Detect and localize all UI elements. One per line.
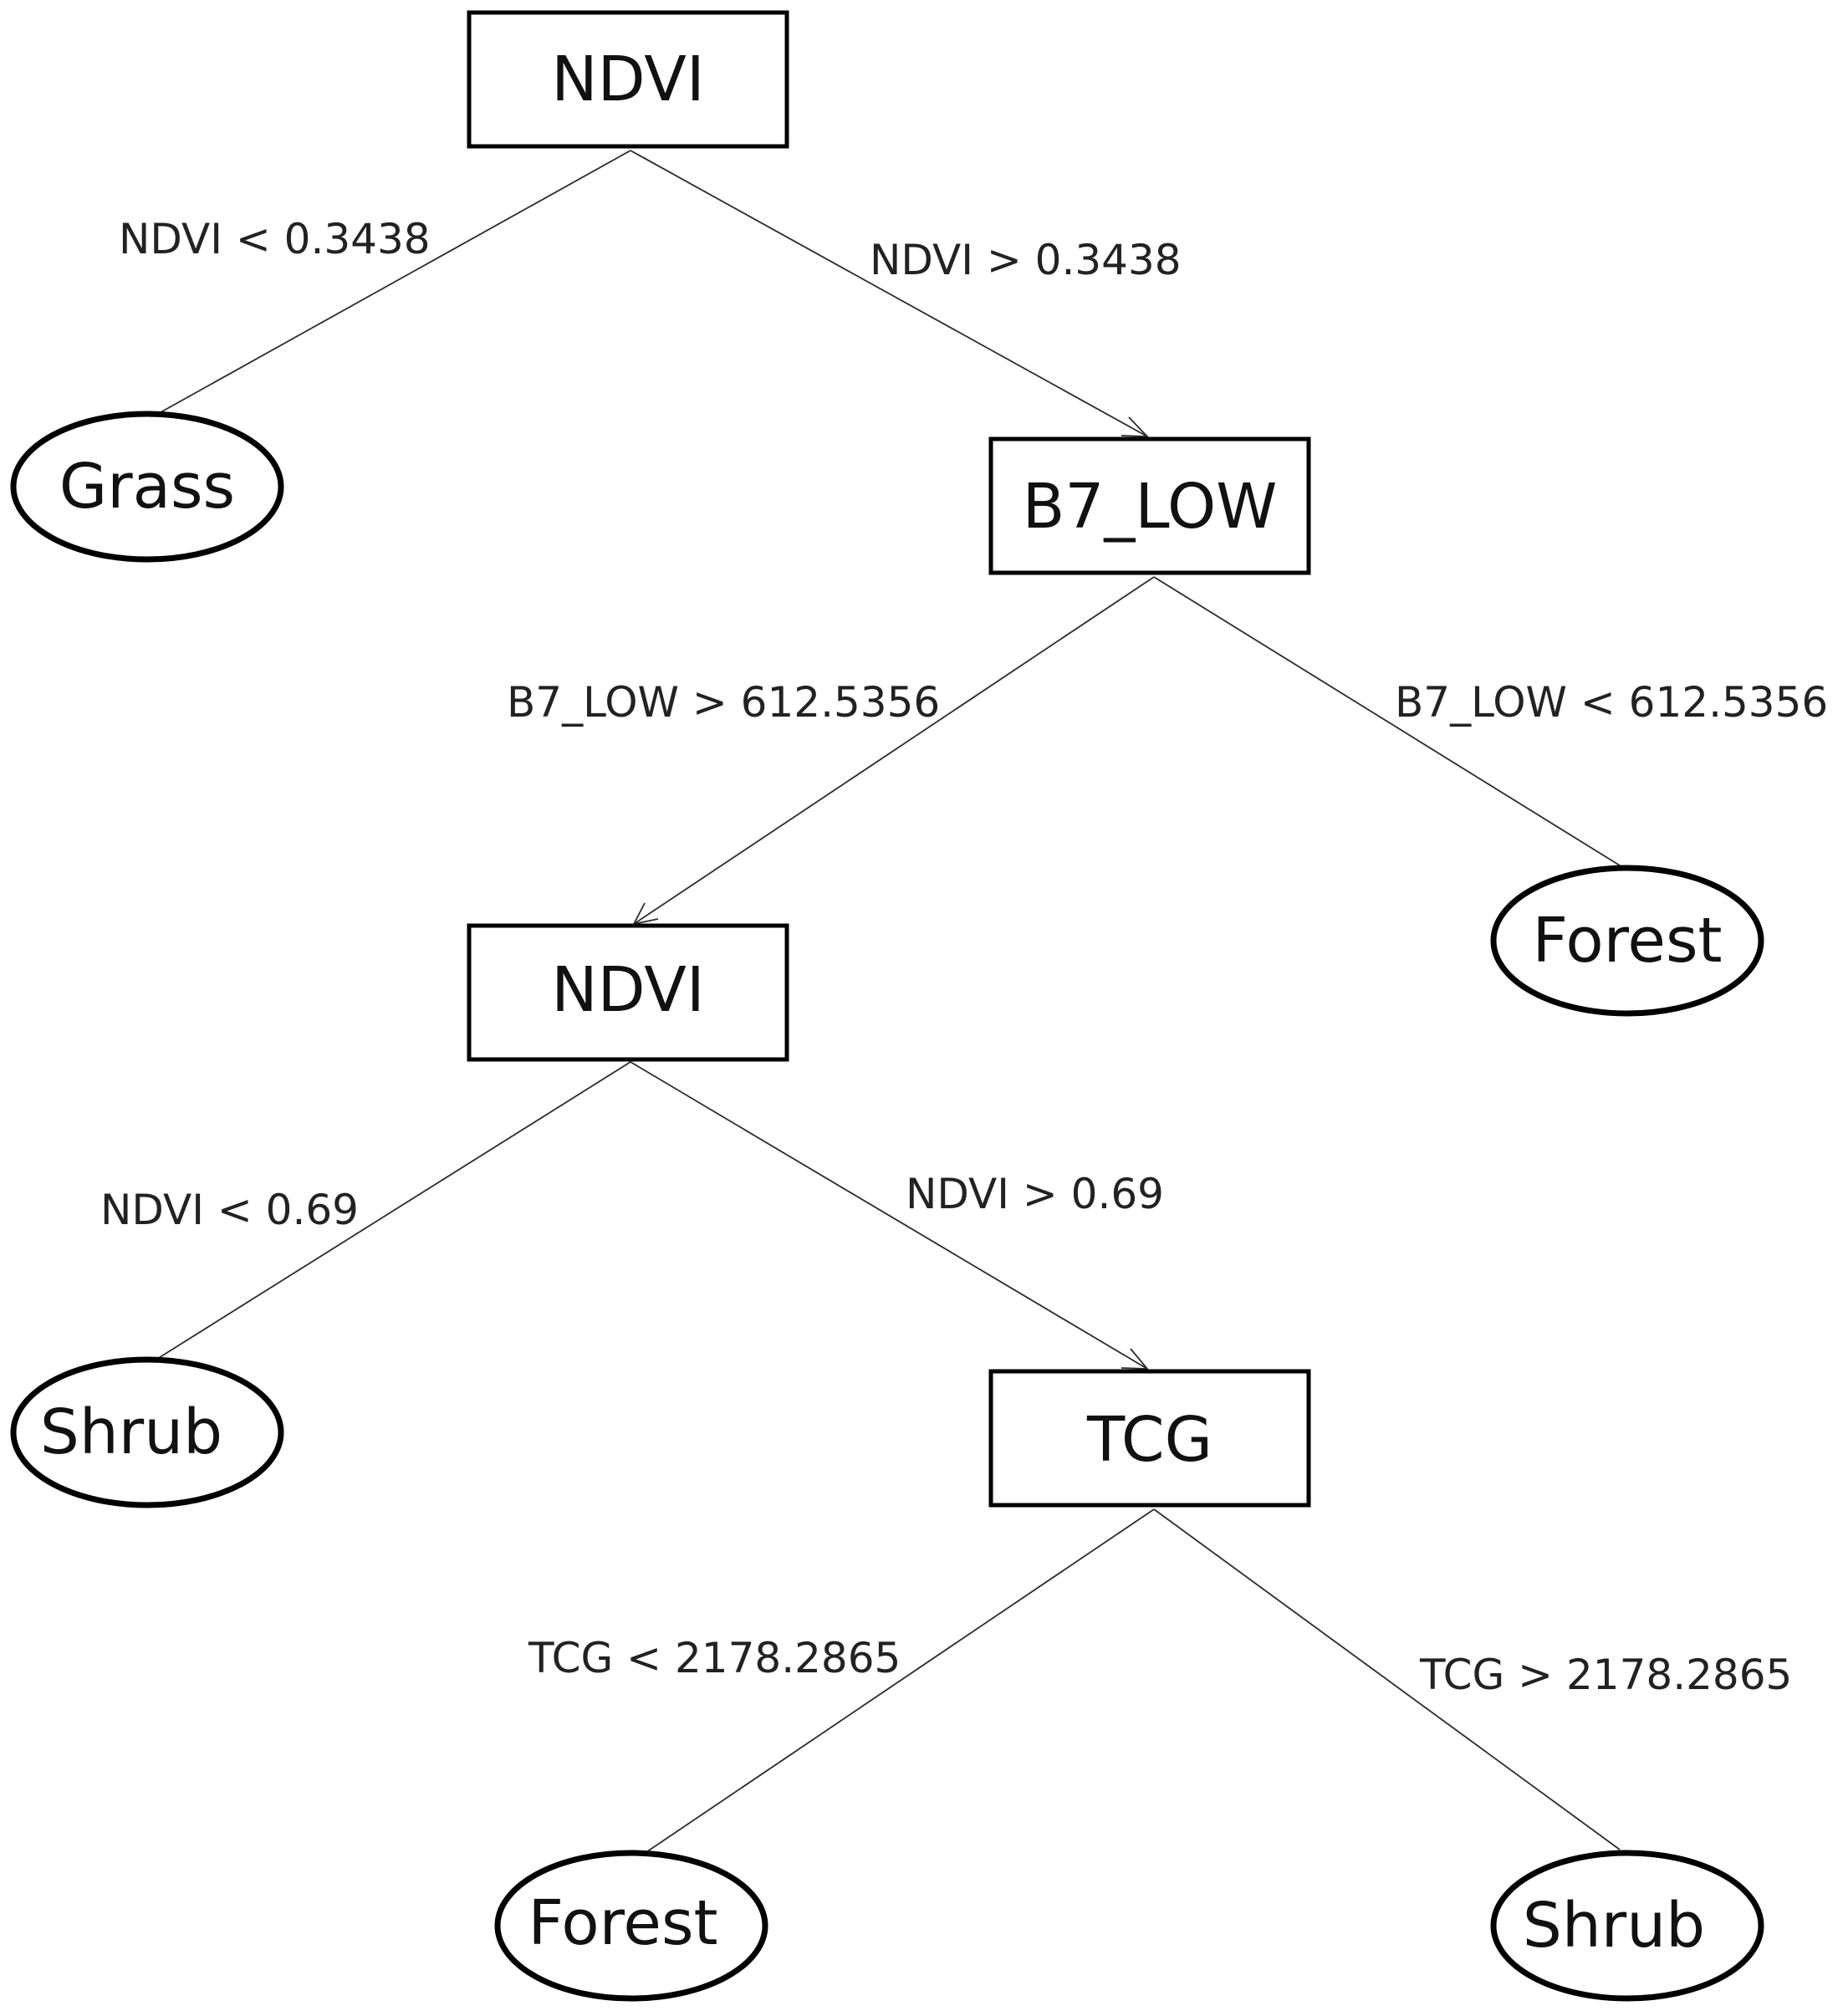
- edge-ndvi2-tcg: NDVI > 0.69: [630, 1061, 1164, 1370]
- node-b7-low: B7_LOW: [988, 436, 1311, 575]
- edge-label-tcg-shrub2: TCG > 2178.2865: [1419, 1651, 1792, 1699]
- edge-root-grass: NDVI < 0.3438: [119, 150, 631, 416]
- edge-tcg-shrub2: TCG > 2178.2865: [1153, 1508, 1792, 1850]
- leaf-label: Grass: [59, 451, 235, 523]
- edge-label-ndvi2-tcg: NDVI > 0.69: [906, 1170, 1164, 1218]
- node-label: NDVI: [551, 954, 704, 1026]
- node-ndvi-second: NDVI: [467, 923, 789, 1062]
- edge-root-b7: NDVI > 0.3438: [630, 150, 1182, 437]
- edge-b7-ndvi2: B7_LOW > 612.5356: [507, 576, 1155, 926]
- edge-ndvi2-shrub1: NDVI < 0.69: [100, 1061, 631, 1361]
- leaf-label: Shrub: [40, 1396, 222, 1468]
- edge-label-b7-forest1: B7_LOW < 612.5356: [1395, 678, 1828, 727]
- edge-b7-forest1: B7_LOW < 612.5356: [1153, 576, 1828, 866]
- node-label: B7_LOW: [1023, 471, 1278, 543]
- leaf-label: Forest: [528, 1887, 717, 1959]
- leaf-label: Shrub: [1523, 1890, 1705, 1962]
- edge-label-root-b7: NDVI > 0.3438: [870, 236, 1182, 284]
- node-root-ndvi: NDVI: [467, 10, 789, 149]
- arrowhead: [1121, 416, 1150, 437]
- leaf-shrub-left: Shrub: [10, 1356, 284, 1508]
- leaf-forest-bottom: Forest: [494, 1850, 768, 2002]
- node-label: NDVI: [551, 43, 704, 115]
- leaf-shrub-bottom: Shrub: [1490, 1850, 1764, 2002]
- leaf-forest-right: Forest: [1490, 865, 1764, 1017]
- leaf-label: Forest: [1532, 905, 1722, 977]
- node-tcg: TCG: [988, 1369, 1311, 1508]
- edge-label-tcg-forest2: TCG < 2178.2865: [528, 1634, 901, 1682]
- edge-tcg-forest2: TCG < 2178.2865: [528, 1508, 1155, 1855]
- edge-label-ndvi2-shrub1: NDVI < 0.69: [100, 1186, 359, 1234]
- arrowhead: [1121, 1348, 1149, 1370]
- leaf-grass: Grass: [10, 411, 284, 563]
- node-label: TCG: [1086, 1404, 1212, 1476]
- edge-label-b7-ndvi2: B7_LOW > 612.5356: [507, 678, 940, 727]
- edge-label-root-grass: NDVI < 0.3438: [119, 215, 431, 263]
